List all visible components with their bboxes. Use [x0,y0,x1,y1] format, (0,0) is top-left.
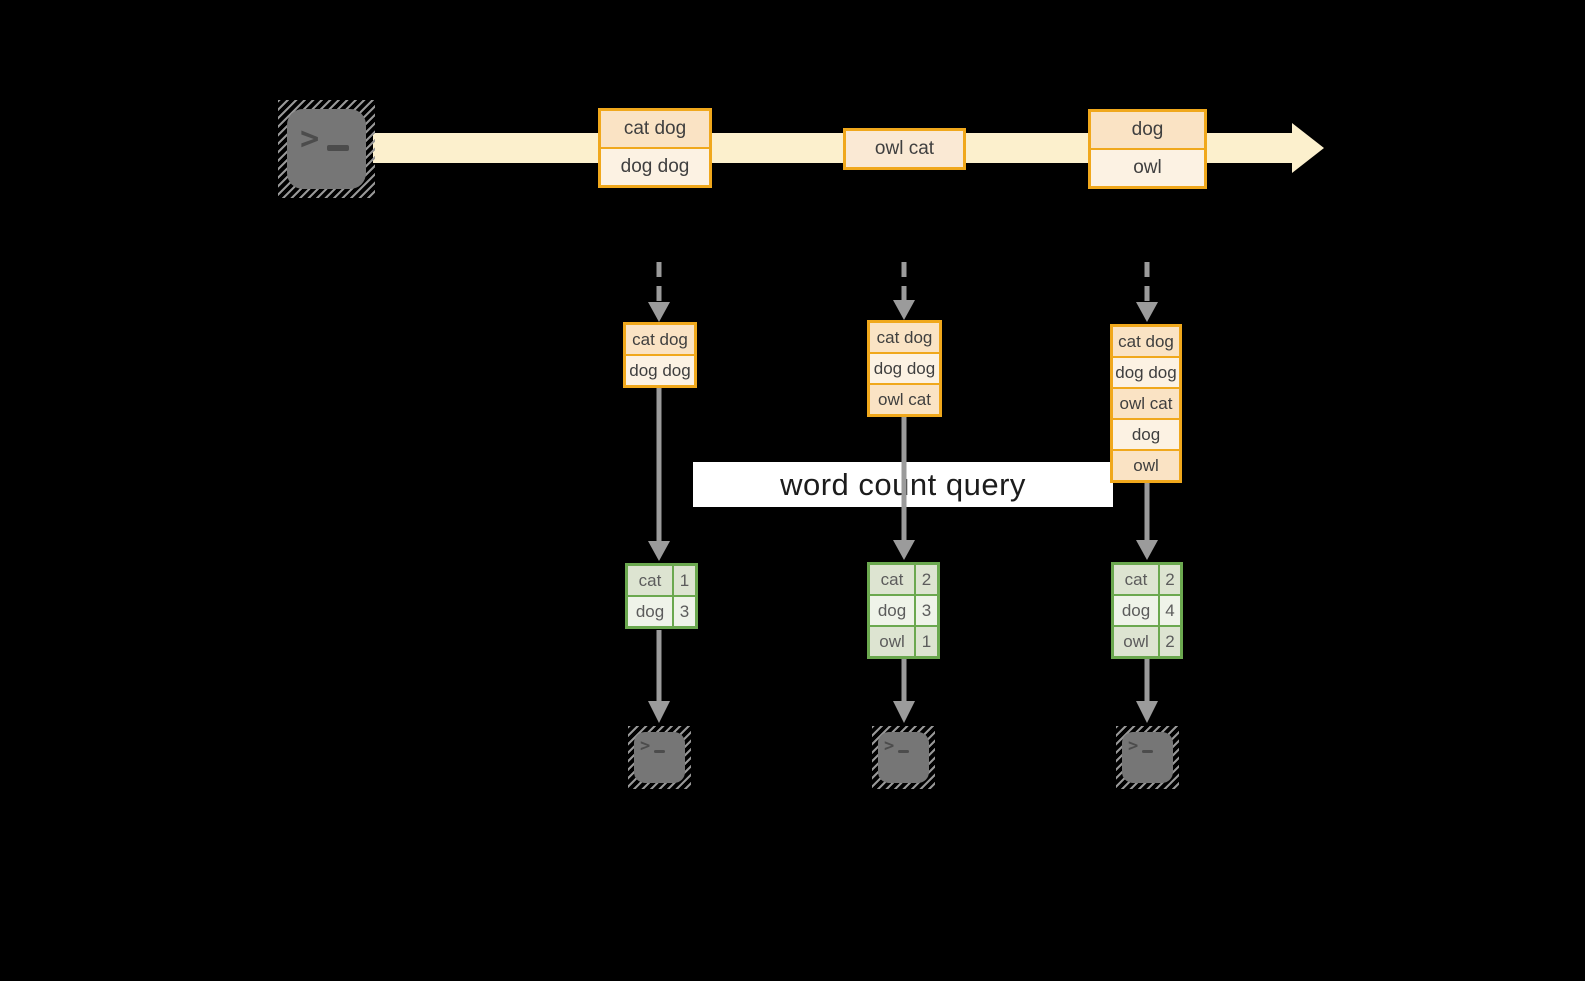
record: owl cat [870,385,939,414]
table-row: dog 4 [1114,596,1180,625]
stream-arrow-head [1292,123,1324,173]
count-cell: 2 [1160,565,1180,594]
word-cell: owl [870,627,914,656]
accumulated-batch-1: cat dog dog dog [623,322,697,388]
stream-record: dog [1091,112,1204,148]
accumulated-batch-3: cat dog dog dog owl cat dog owl [1110,324,1182,483]
count-cell: 2 [916,565,937,594]
record: dog dog [626,356,694,385]
record: cat dog [1113,327,1179,356]
terminal-screen [634,732,685,783]
table-row: dog 3 [628,597,695,626]
record: owl [1113,451,1179,480]
word-cell: cat [628,566,672,595]
table-row: cat 1 [628,566,695,595]
sink-terminal-icon: > [872,726,935,789]
accumulated-batch-2: cat dog dog dog owl cat [867,320,942,417]
terminal-screen [878,732,929,783]
record: dog [1113,420,1179,449]
record: dog dog [1113,358,1179,387]
record: cat dog [870,323,939,352]
stream-record: owl cat [846,131,963,167]
terminal-prompt-icon: > [1128,738,1154,755]
terminal-prompt-icon: > [300,122,350,154]
terminal-screen [287,109,366,189]
word-cell: owl [1114,627,1158,656]
sink-terminal-icon: > [1116,726,1179,789]
count-cell: 4 [1160,596,1180,625]
count-table-2: cat 2 dog 3 owl 1 [867,562,940,659]
count-cell: 3 [674,597,695,626]
table-row: cat 2 [1114,565,1180,594]
terminal-screen [1122,732,1173,783]
word-cell: cat [1114,565,1158,594]
table-row: cat 2 [870,565,937,594]
sink-terminal-icon: > [628,726,691,789]
count-table-3: cat 2 dog 4 owl 2 [1111,562,1183,659]
record: owl cat [1113,389,1179,418]
count-cell: 2 [1160,627,1180,656]
stream-batch-3: dog owl [1088,109,1207,189]
word-cell: dog [870,596,914,625]
table-row: owl 1 [870,627,937,656]
stream-batch-2: owl cat [843,128,966,170]
word-cell: dog [628,597,672,626]
terminal-prompt-icon: > [884,738,910,755]
count-cell: 3 [916,596,937,625]
terminal-prompt-icon: > [640,738,666,755]
word-cell: dog [1114,596,1158,625]
count-cell: 1 [674,566,695,595]
count-cell: 1 [916,627,937,656]
stream-record: cat dog [601,111,709,147]
record: cat dog [626,325,694,354]
word-cell: cat [870,565,914,594]
stream-record: owl [1091,150,1204,186]
record: dog dog [870,354,939,383]
table-row: dog 3 [870,596,937,625]
table-row: owl 2 [1114,627,1180,656]
source-terminal-icon: > [278,100,375,198]
stream-batch-1: cat dog dog dog [598,108,712,188]
count-table-1: cat 1 dog 3 [625,563,698,629]
stream-record: dog dog [601,149,709,185]
